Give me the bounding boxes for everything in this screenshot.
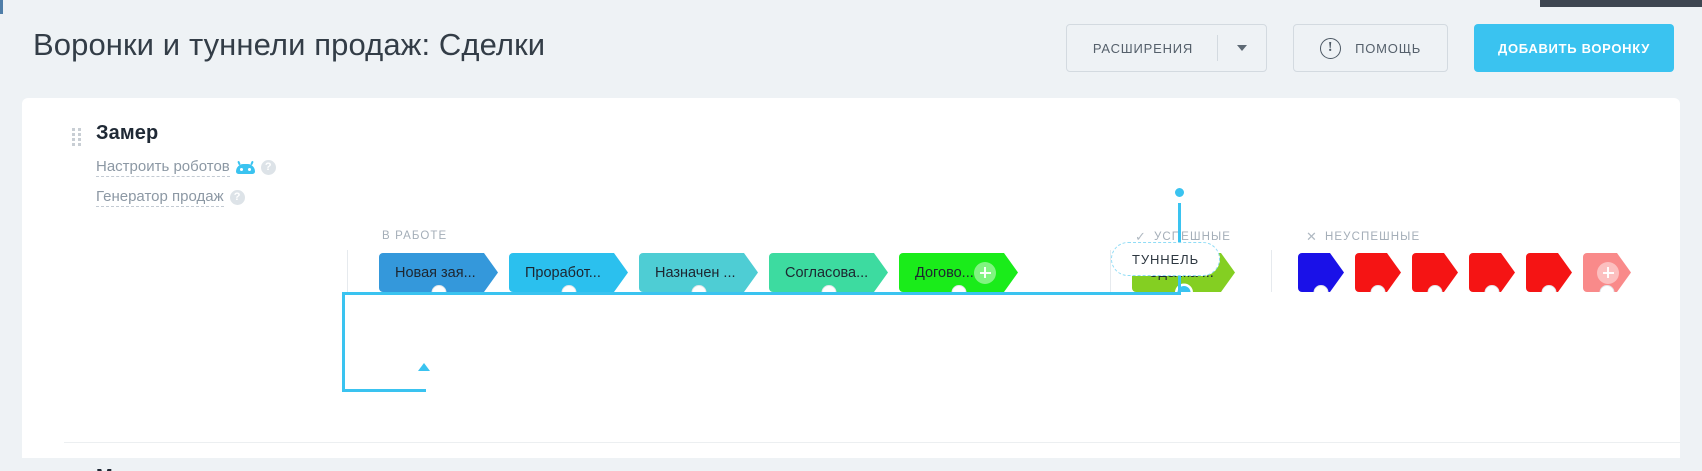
stage-knob[interactable]: [1314, 285, 1329, 300]
stage-knob[interactable]: [1176, 285, 1191, 300]
tunnel-arrow-icon: [418, 363, 430, 371]
stage-chip-label: Проработ...: [525, 264, 601, 281]
check-icon: ✓: [1135, 229, 1147, 244]
stage-knob[interactable]: [1485, 285, 1500, 300]
stage-chip-label: Новая зая...: [395, 264, 476, 281]
lane-title: Монтаж: [96, 466, 372, 471]
fail-label: НЕУСПЕШНЫЕ: [1325, 230, 1421, 243]
extensions-label: РАСШИРЕНИЯ: [1092, 40, 1194, 56]
lane-info-montazh: Монтаж Настроить роботов ? Генератор про…: [72, 466, 372, 471]
group-separator: [347, 250, 348, 292]
stage-chip[interactable]: Новая зая...: [379, 253, 498, 292]
help-hint-icon[interactable]: ?: [260, 160, 276, 175]
browser-chrome-strip: [1540, 0, 1702, 7]
extensions-button[interactable]: РАСШИРЕНИЯ: [1065, 24, 1268, 72]
add-funnel-label: ДОБАВИТЬ ВОРОНКУ: [1498, 40, 1650, 56]
sales-generator-link[interactable]: Генератор продаж ?: [96, 188, 372, 207]
stage-knob[interactable]: [1371, 285, 1386, 300]
stage-chip-label: Согласова...: [785, 264, 869, 281]
stage-chip[interactable]: Проработ...: [509, 253, 628, 292]
stage-chip[interactable]: [1469, 253, 1515, 292]
stage-chip-label: Назначен ...: [655, 264, 736, 281]
drag-dots-icon[interactable]: [72, 128, 81, 146]
help-button[interactable]: ! ПОМОЩЬ: [1293, 24, 1449, 72]
sales-generator-label: Генератор продаж: [96, 188, 224, 207]
tunnel-line-horizontal: [342, 292, 1181, 295]
funnel-lane-montazh: Монтаж Настроить роботов ? Генератор про…: [22, 442, 1680, 471]
stage-chip[interactable]: [1583, 253, 1631, 292]
stage-chip[interactable]: [1526, 253, 1572, 292]
stage-knob[interactable]: [951, 285, 966, 300]
close-icon: ✕: [1306, 229, 1318, 244]
chevron-down-icon[interactable]: [1218, 45, 1266, 51]
stage-knob[interactable]: [431, 285, 446, 300]
stage-knob[interactable]: [561, 285, 576, 300]
robot-icon: [235, 160, 255, 174]
help-hint-icon[interactable]: ?: [229, 190, 245, 205]
page-header: Воронки и туннели продаж: Сделки РАСШИРЕ…: [0, 0, 1702, 100]
tunnel-line-horizontal-bottom: [342, 389, 426, 392]
stage-knob[interactable]: [1600, 285, 1615, 300]
stage-chip[interactable]: [1355, 253, 1401, 292]
stage-group-success: Сделка ...: [1132, 253, 1246, 292]
stage-group-fail: [1298, 253, 1642, 292]
group-separator: [1110, 250, 1111, 292]
exclamation-circle-icon: !: [1320, 37, 1342, 59]
tunnel-line-vertical-left: [342, 292, 345, 392]
lane-links: Настроить роботов ? Генератор продаж ?: [96, 158, 372, 207]
stage-chip[interactable]: Догово...: [899, 253, 1018, 292]
browser-edge-strip: [0, 0, 3, 14]
stage-chip[interactable]: [1412, 253, 1458, 292]
stage-group-in-progress: Новая зая... Проработ... Назначен ... Со…: [379, 253, 1029, 292]
success-label: УСПЕШНЫЕ: [1154, 230, 1232, 243]
lane-divider: [64, 442, 1680, 443]
stage-knob[interactable]: [1542, 285, 1557, 300]
configure-robots-link[interactable]: Настроить роботов ?: [96, 158, 372, 177]
help-label: ПОМОЩЬ: [1355, 40, 1422, 56]
group-separator: [1271, 250, 1272, 292]
column-header-fail: ✕ НЕУСПЕШНЫЕ: [1306, 230, 1420, 243]
column-header-in-progress: В РАБОТЕ: [382, 230, 447, 242]
funnels-card: Замер Настроить роботов ? Генератор прод…: [22, 98, 1680, 471]
lane-info-zamer: Замер Настроить роботов ? Генератор прод…: [72, 122, 372, 218]
stage-chip[interactable]: Назначен ...: [639, 253, 758, 292]
stage-chip[interactable]: [1298, 253, 1344, 292]
stage-knob[interactable]: [821, 285, 836, 300]
funnel-lane-zamer: Замер Настроить роботов ? Генератор прод…: [22, 98, 1680, 270]
add-funnel-button[interactable]: ДОБАВИТЬ ВОРОНКУ: [1474, 24, 1674, 72]
add-stage-icon[interactable]: [1597, 262, 1619, 284]
stage-chip[interactable]: Сделка ...: [1132, 253, 1235, 292]
header-actions: РАСШИРЕНИЯ ! ПОМОЩЬ ДОБАВИТЬ ВОРОНКУ: [1065, 24, 1674, 72]
column-header-success: ✓ УСПЕШНЫЕ: [1135, 230, 1231, 243]
stage-knob[interactable]: [1428, 285, 1443, 300]
in-progress-label: В РАБОТЕ: [382, 230, 448, 242]
configure-robots-label: Настроить роботов: [96, 158, 230, 177]
page-title: Воронки и туннели продаж: Сделки: [33, 27, 546, 62]
lane-title: Замер: [96, 122, 159, 144]
stage-chip-label: Догово...: [915, 264, 974, 281]
stage-knob[interactable]: [691, 285, 706, 300]
stage-chip-label: Сделка ...: [1148, 264, 1214, 281]
stage-chip[interactable]: Согласова...: [769, 253, 888, 292]
button-divider: [1217, 35, 1219, 61]
add-stage-icon[interactable]: [974, 262, 996, 284]
